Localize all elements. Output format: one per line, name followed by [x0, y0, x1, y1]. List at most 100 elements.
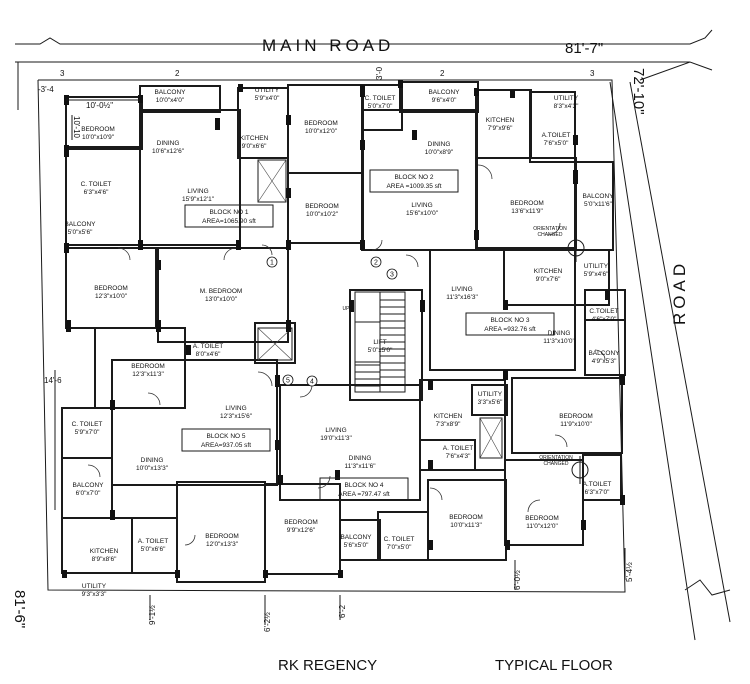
- marker-circle: [370, 256, 382, 268]
- column-block: [110, 510, 115, 520]
- orientation-note-2b: CHANGED: [543, 461, 568, 467]
- column-block: [138, 240, 143, 250]
- marker-number: 1: [270, 260, 274, 267]
- dim-3c: 3: [590, 69, 595, 78]
- room-name: KITCHEN: [534, 268, 563, 275]
- room-name: C. TOILET: [81, 181, 112, 188]
- column-block: [275, 375, 280, 387]
- room-dimension: 10'0"x10'2": [306, 211, 339, 218]
- dim-2a: 2: [175, 69, 180, 78]
- room-dimension: 12'0"x13'3": [206, 541, 239, 548]
- dim-6-2a: 6'-2½: [263, 612, 272, 632]
- dim-5-4: 5'-4½: [625, 562, 634, 582]
- dim-6-0: 6'-0½: [513, 570, 522, 590]
- room-dimension: 7'6"x4'3": [446, 453, 471, 460]
- room-name: BEDROOM: [305, 203, 339, 210]
- column-block: [474, 88, 479, 96]
- left-dimension: 81'-6": [11, 590, 28, 628]
- room-name: UTILITY: [584, 263, 609, 270]
- room-dimension: 13'6"x11'9": [511, 208, 543, 215]
- room-dimension: 7'0"x5'0": [387, 544, 412, 551]
- room-dimension: 9'0"x7'6": [536, 276, 561, 283]
- column-block: [474, 230, 479, 240]
- columns: [62, 80, 625, 578]
- block-box: [465, 312, 555, 336]
- block-name: BLOCK NO 2: [394, 174, 433, 181]
- room-dimension: 12'3"x10'0": [95, 293, 128, 300]
- column-block: [620, 375, 625, 385]
- room-name: C.TOILET: [589, 308, 618, 315]
- room-name: BEDROOM: [304, 120, 338, 127]
- room-dimension: 8'0"x4'6": [196, 351, 221, 358]
- right-dimension: 72'-10": [630, 68, 647, 115]
- room-dimension: 4'9"x5'3": [592, 358, 617, 365]
- room-name: UTILITY: [255, 87, 280, 94]
- marker-number: 2: [374, 260, 378, 267]
- room-name: UTILITY: [82, 583, 107, 590]
- room-name: A.TOILET: [583, 481, 612, 488]
- column-block: [360, 140, 365, 150]
- room-dimension: 5'9"x7'0": [75, 429, 100, 436]
- column-block: [110, 400, 115, 410]
- room-dimension: 10'0"x11'3": [450, 522, 482, 529]
- room-name: LIVING: [411, 202, 432, 209]
- column-block: [620, 495, 625, 505]
- room-name: LIVING: [451, 286, 472, 293]
- room-name: BALCONY: [72, 482, 104, 489]
- room-name: DINING: [349, 455, 372, 462]
- room-dimension: 6'3"x4'6": [84, 189, 109, 196]
- orientation-note-1b: CHANGED: [537, 232, 562, 238]
- side-road-label: ROAD: [670, 260, 689, 325]
- column-block: [503, 300, 508, 310]
- block-box: [319, 477, 409, 501]
- block-area: AREA =932.76 sft: [484, 326, 536, 333]
- column-block: [335, 470, 340, 480]
- room-name: BALCONY: [154, 89, 186, 96]
- room-dimension: 5'0"x6'6": [141, 546, 166, 553]
- column-block: [398, 80, 403, 88]
- block-name: BLOCK NO 5: [206, 433, 245, 440]
- dim-9-1: 9'-1½: [148, 605, 157, 625]
- room-name: DINING: [157, 140, 180, 147]
- room-dimension: 8'9"x8'6": [92, 556, 117, 563]
- room-name: BEDROOM: [131, 363, 165, 370]
- room-name: A. TOILET: [443, 445, 473, 452]
- room-name: C. TOILET: [384, 536, 415, 543]
- plot-boundary: [37, 79, 626, 593]
- column-block: [428, 460, 433, 470]
- building-walls: [61, 81, 626, 583]
- column-block: [175, 570, 180, 578]
- column-block: [581, 520, 586, 530]
- room-dimension: 7'3"x8'9": [436, 421, 461, 428]
- room-name: BEDROOM: [205, 533, 239, 540]
- room-dimension: 10'0"x13'3": [136, 465, 169, 472]
- staircase: [354, 291, 406, 393]
- column-block: [263, 570, 268, 578]
- room-name: A. TOILET: [138, 538, 168, 545]
- room-name: KITCHEN: [240, 135, 269, 142]
- room-name: DINING: [548, 330, 571, 337]
- block-box: [369, 169, 459, 193]
- room-dimension: 5'6"x5'0": [344, 542, 369, 549]
- column-block: [138, 95, 143, 103]
- column-block: [286, 115, 291, 125]
- column-block: [238, 84, 243, 92]
- column-block: [186, 345, 191, 355]
- project-caption: RK REGENCY: [278, 657, 377, 674]
- room-dimension: 11'9"x10'0": [560, 421, 592, 428]
- column-block: [605, 290, 610, 300]
- dim-10-10: 10'-10: [72, 116, 81, 139]
- room-dimension: 19'0"x11'3": [320, 435, 352, 442]
- room-name: KITCHEN: [434, 413, 463, 420]
- room-dimension: 10'0"x10'9": [82, 134, 115, 141]
- top-dimension: 81'-7": [565, 40, 603, 57]
- dim-2b: 2: [440, 69, 445, 78]
- room-dimension: 10'0"x4'0": [156, 97, 185, 104]
- column-block: [66, 320, 71, 332]
- column-block: [286, 320, 291, 332]
- room-dimension: 11'3"x11'6": [344, 463, 376, 470]
- column-block: [349, 300, 354, 312]
- marker-circle: [282, 374, 294, 386]
- column-block: [215, 118, 220, 130]
